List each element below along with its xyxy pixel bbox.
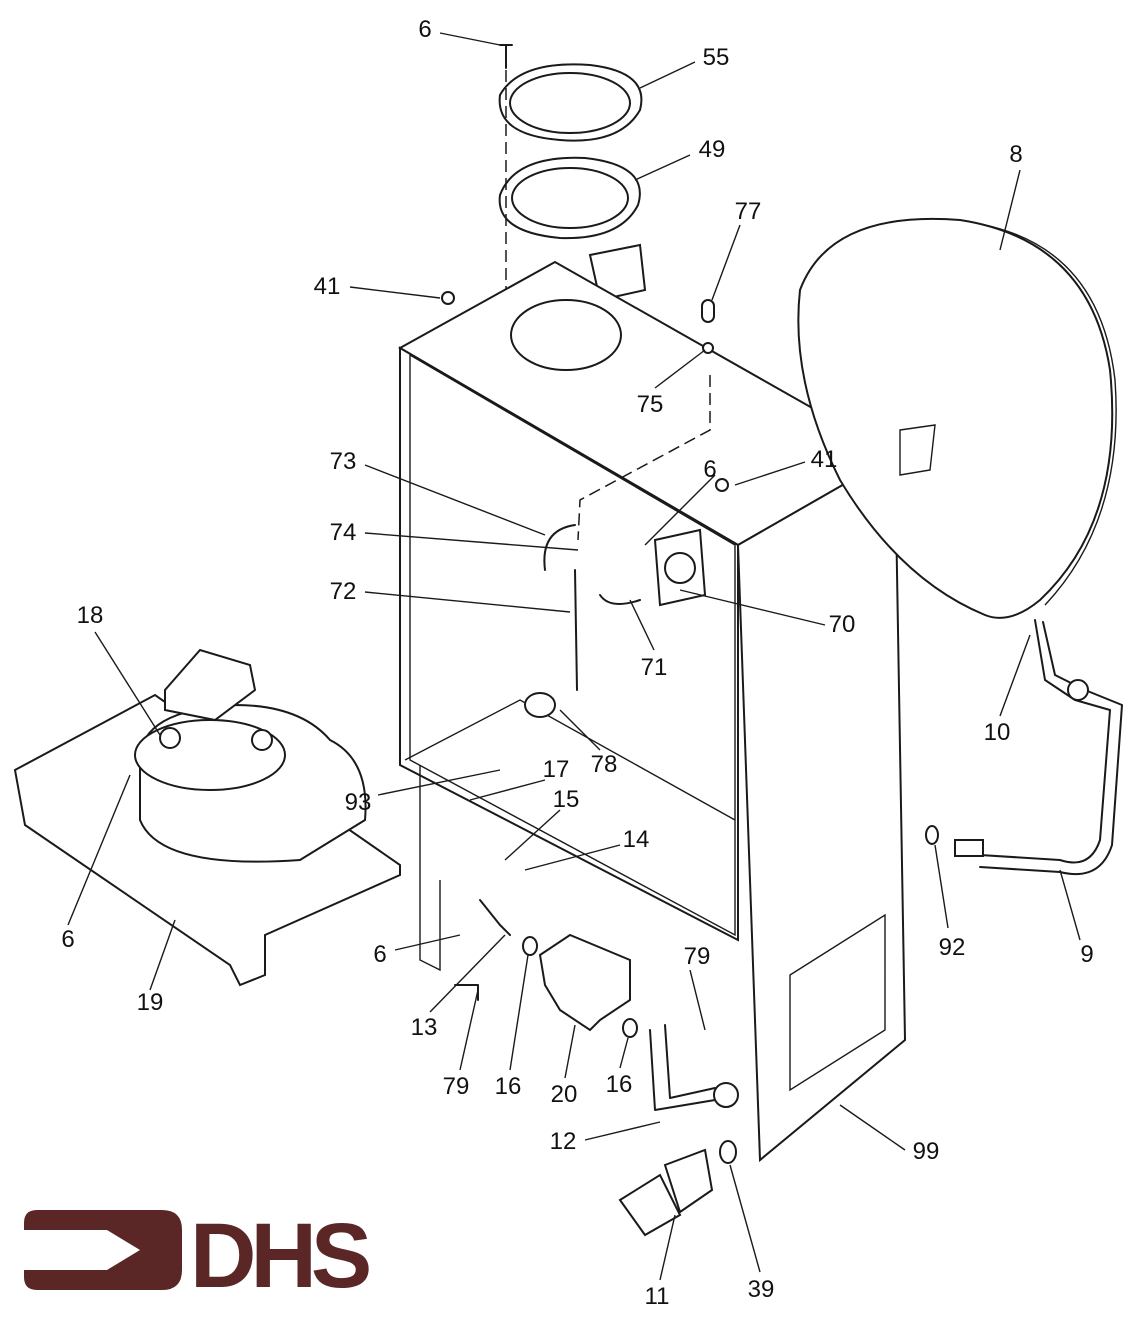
callout-label: 17: [542, 756, 570, 783]
screw-icon: [499, 44, 513, 69]
flue-gasket-49: [498, 156, 641, 240]
callout-label: 6: [61, 926, 75, 953]
leader-lines: [67, 32, 1081, 1281]
callout-label: 14: [622, 826, 650, 853]
callout-label: 75: [636, 391, 664, 418]
callout-label: 8: [1009, 141, 1023, 168]
fan-assembly: [13, 648, 401, 987]
callout-label: 92: [938, 934, 966, 961]
callout-label: 74: [329, 519, 357, 546]
logo-text: DHS: [190, 1205, 369, 1295]
callout-label: 73: [329, 448, 357, 475]
callout-label: 9: [1080, 941, 1094, 968]
callout-label: 20: [550, 1081, 578, 1108]
callout-label: 15: [552, 786, 580, 813]
callout-label: 41: [313, 273, 341, 300]
callout-label: 6: [418, 16, 432, 43]
callout-label: 16: [605, 1071, 633, 1098]
expansion-vessel: [797, 217, 1117, 619]
callout-label: 93: [344, 789, 372, 816]
dhs-logo: DHS: [24, 1205, 375, 1295]
callout-label: 78: [590, 751, 618, 778]
callout-label: 72: [329, 578, 357, 605]
callout-label: 6: [373, 941, 387, 968]
callout-label: 18: [76, 602, 104, 629]
callout-label: 70: [828, 611, 856, 638]
callout-label: 16: [494, 1073, 522, 1100]
callout-label: 55: [702, 44, 730, 71]
callout-label: 10: [983, 719, 1011, 746]
gas-valve: [522, 933, 638, 1038]
callout-label: 79: [683, 943, 711, 970]
callout-label: 71: [640, 654, 668, 681]
callout-label: 13: [410, 1014, 438, 1041]
inlet-cock: [618, 1140, 737, 1237]
callout-label: 49: [698, 136, 726, 163]
callout-label: 41: [810, 446, 838, 473]
callout-label: 99: [912, 1138, 940, 1165]
callout-label: 12: [549, 1128, 577, 1155]
boiler-casing: [397, 260, 907, 1163]
callout-label: 39: [747, 1276, 775, 1303]
callout-label: 19: [136, 989, 164, 1016]
callout-label: 79: [442, 1073, 470, 1100]
callout-label: 11: [644, 1283, 670, 1310]
callout-label: 77: [734, 198, 762, 225]
callout-label: 6: [703, 456, 717, 483]
flue-gasket-55: [498, 63, 643, 142]
